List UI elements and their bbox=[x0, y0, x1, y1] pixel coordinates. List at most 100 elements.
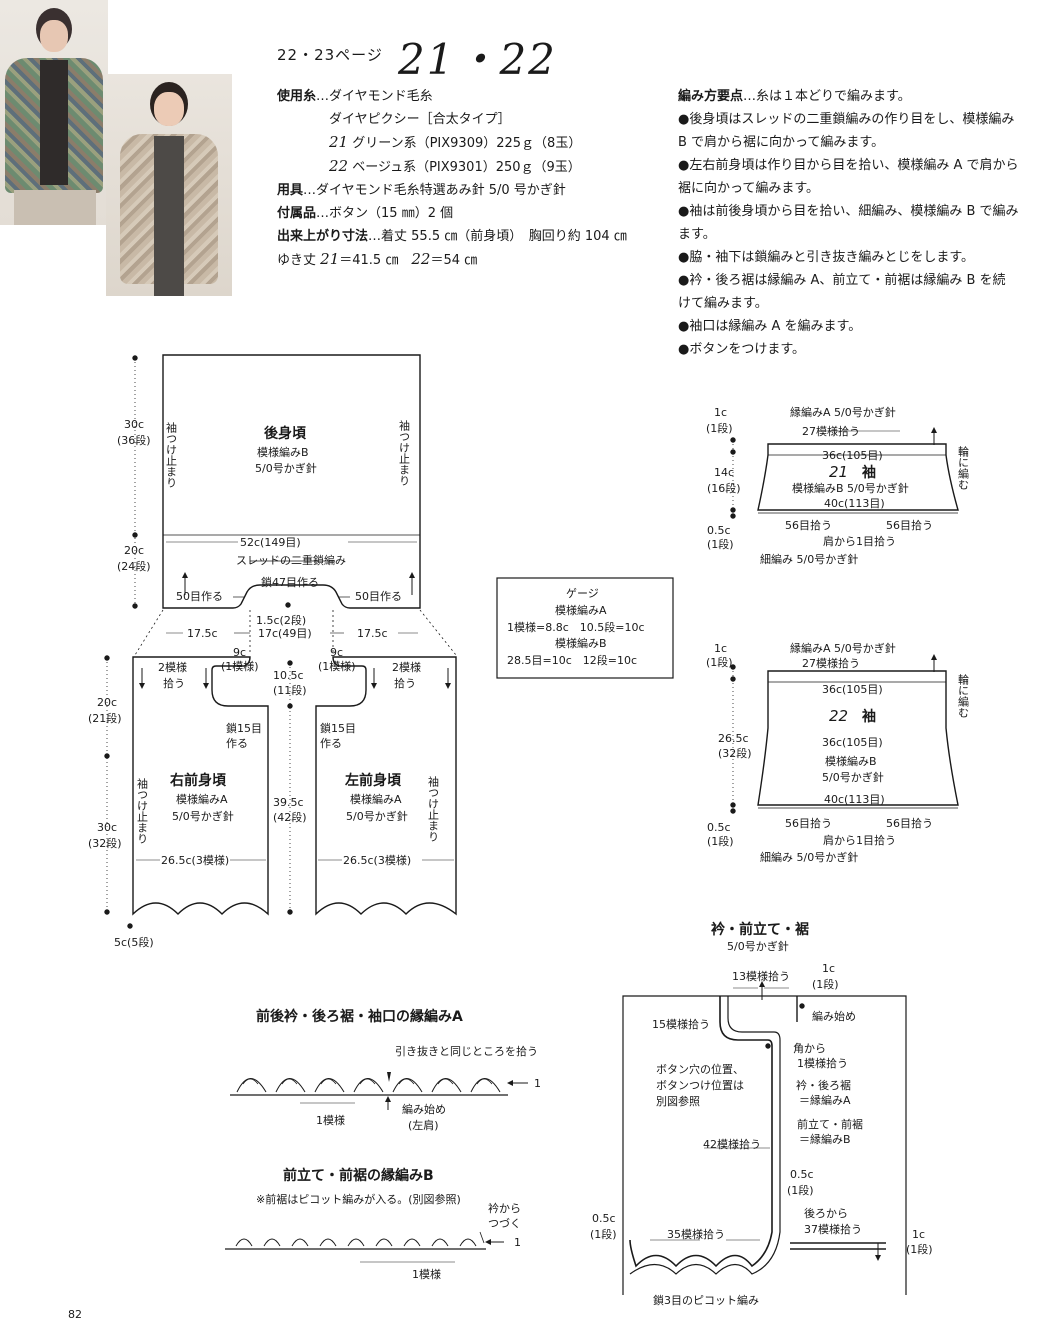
back-width: 52c(149目) bbox=[240, 536, 301, 549]
yarn-brand: …ダイヤモンド毛糸 bbox=[316, 89, 433, 104]
left-front-title: 左前身頃 bbox=[344, 772, 402, 789]
s22-pick-56-left: 56目拾う bbox=[785, 816, 832, 830]
s22-26-5c-rows: (32段) bbox=[718, 746, 752, 760]
back-body-outline bbox=[162, 354, 421, 609]
back-body-title: 後身頃 bbox=[264, 425, 307, 442]
s22-26-5c: 26.5c bbox=[718, 732, 749, 745]
sleeve-21-outline bbox=[757, 443, 959, 511]
hem-1c-rows: (1段) bbox=[906, 1242, 933, 1256]
dim-39-5-rows: (42段) bbox=[273, 810, 307, 824]
s22-label: 袖 bbox=[862, 708, 876, 725]
dim-back-20: 20c bbox=[124, 544, 144, 557]
collar-corner-1: 角から bbox=[793, 1042, 826, 1055]
right-chain-15: 鎖15目 bbox=[226, 721, 262, 735]
hem-pick-35: 35模様拾う bbox=[667, 1227, 725, 1241]
note-line: ●ボタンをつけます。 bbox=[678, 342, 806, 357]
collar-0-5c: 0.5c bbox=[790, 1168, 814, 1181]
collar-0-5c-rows: (1段) bbox=[787, 1183, 814, 1197]
s21-single-crochet: 細編み 5/0号かぎ針 bbox=[760, 552, 858, 566]
hem-0-5c-rows: (1段) bbox=[590, 1227, 617, 1241]
gauge-box bbox=[496, 577, 674, 679]
left-front-hook: 5/0号かぎ針 bbox=[346, 809, 408, 823]
collar-eq-a-1: 衿・後ろ裾 bbox=[796, 1078, 851, 1092]
dim-39-5: 39.5c bbox=[273, 796, 304, 809]
right-two-pattern: 2模様 bbox=[158, 660, 187, 674]
gauge-a-value: 1模様=8.8c 10.5段=10c bbox=[507, 620, 645, 634]
s22-single-crochet: 細編み 5/0号かぎ針 bbox=[760, 850, 858, 864]
make-50-left: 50目作る bbox=[176, 590, 223, 603]
edge-a-row: 1 bbox=[534, 1077, 541, 1090]
right-front-outline bbox=[132, 656, 269, 916]
page-reference: 22・23ページ bbox=[277, 46, 383, 64]
right-pick: 拾う bbox=[163, 676, 185, 690]
s21-pick-56-left: 56目拾う bbox=[785, 518, 832, 532]
front-band-outline bbox=[629, 996, 773, 1268]
tool-label: 用具 bbox=[277, 183, 304, 198]
edge-b-continue-2: つづく bbox=[488, 1217, 521, 1230]
right-neck-9-pattern: (1模様) bbox=[221, 659, 259, 673]
edge-b-note: ※前裾はピコット編みが入る。(別図参照) bbox=[256, 1192, 461, 1206]
size-label: 出来上がり寸法 bbox=[277, 229, 369, 244]
edge-b-repeat: 1模様 bbox=[412, 1267, 441, 1281]
s22-pick-27: 27模様拾う bbox=[802, 656, 860, 670]
dim-front-20: 20c bbox=[97, 696, 117, 709]
collar-start: 編み始め bbox=[812, 1009, 856, 1023]
s21-top-edge: 縁編みA 5/0号かぎ針 bbox=[790, 405, 896, 419]
sleeve-22-outline bbox=[757, 670, 959, 806]
edge-a-note: 引き抜きと同じところを拾う bbox=[395, 1044, 538, 1058]
s21-1c-rows: (1段) bbox=[706, 421, 733, 435]
note-line: ●袖は前後身頃から目を拾い、細編み、模様編み B で編み bbox=[678, 204, 1019, 219]
color-22-number: 22 bbox=[329, 157, 349, 175]
right-chain-make: 作る bbox=[226, 737, 248, 750]
back-body-hook: 5/0号かぎ針 bbox=[255, 461, 317, 475]
pattern-numbers: 21・22 bbox=[398, 35, 557, 84]
button-note-3: 別図参照 bbox=[656, 1094, 700, 1108]
collar-eq-a-2: ＝縁編みA bbox=[799, 1093, 851, 1107]
collar-hook: 5/0号かぎ針 bbox=[727, 939, 789, 953]
back-right-sleeve-stop: 袖つけ止まり bbox=[398, 419, 411, 486]
note-line: ます。 bbox=[678, 227, 716, 242]
photo-beige-cardigan bbox=[106, 74, 232, 296]
note-line: …糸は１本どりで編みます。 bbox=[743, 89, 911, 104]
s22-1c-rows: (1段) bbox=[706, 655, 733, 669]
dim-back-20-rows: (24段) bbox=[117, 559, 151, 573]
width-17-5-left: 17.5c bbox=[187, 627, 218, 640]
s22-pattern: 模様編みB bbox=[825, 754, 877, 768]
s22-0-5c-rows: (1段) bbox=[707, 834, 734, 848]
dim-back-30-rows: (36段) bbox=[117, 433, 151, 447]
yuki-label: ゆき丈 bbox=[277, 253, 317, 268]
note-line: ●脇・袖下は鎖編みと引き抜き編みとじをします。 bbox=[678, 250, 975, 265]
s21-0-5c: 0.5c bbox=[707, 524, 731, 537]
s22-width-36: 36c(105目) bbox=[822, 736, 883, 749]
dim-back-30: 30c bbox=[124, 418, 144, 431]
tool: …ダイヤモンド毛糸特選あみ針 5/0 号かぎ針 bbox=[303, 183, 566, 198]
edge-b-continue-1: 衿から bbox=[488, 1201, 521, 1215]
instructions-block: 編み方要点…糸は１本どりで編みます。 ●後身頃はスレッドの二重鎖編みの作り目をし… bbox=[678, 85, 1019, 361]
note-line: ●袖口は縁編み A を編みます。 bbox=[678, 319, 862, 334]
collar-1c-rows: (1段) bbox=[812, 977, 839, 991]
note-line: ●左右前身頃は作り目から目を拾い、模様編み A で肩から bbox=[678, 158, 1019, 173]
edge-a-start-shoulder: (左肩) bbox=[408, 1118, 439, 1132]
s22-hook: 5/0号かぎ針 bbox=[822, 770, 884, 784]
yarn-name: ダイヤピクシー［合太タイプ］ bbox=[329, 112, 511, 127]
left-sleeve-stop: 袖つけ止まり bbox=[427, 775, 440, 842]
collar-pick-15: 15模様拾う bbox=[652, 1017, 710, 1031]
accessory: …ボタン（15 ㎜）2 個 bbox=[316, 206, 454, 221]
left-two-pattern: 2模様 bbox=[392, 660, 421, 674]
dim-front-5: 5c(5段) bbox=[114, 935, 154, 949]
s21-14c: 14c bbox=[714, 466, 734, 479]
s21-1c: 1c bbox=[714, 406, 727, 419]
yarn-label: 使用糸 bbox=[277, 89, 317, 104]
note-line: 裾に向かって編みます。 bbox=[678, 181, 820, 196]
collar-title: 衿・前立て・裾 bbox=[711, 921, 809, 938]
yuki-21-number: 21 bbox=[320, 250, 340, 268]
collar-corner-2: 1模様拾う bbox=[797, 1056, 848, 1070]
page-number: 82 bbox=[68, 1308, 82, 1321]
right-neck-9: 9c bbox=[233, 646, 246, 659]
note-line: けて編みます。 bbox=[678, 296, 768, 311]
s22-pick-56-right: 56目拾う bbox=[886, 816, 933, 830]
s21-pattern: 模様編みB 5/0号かぎ針 bbox=[792, 481, 909, 495]
s22-shoulder: 肩から1目拾う bbox=[823, 833, 896, 847]
thread-chain-label: スレッドの二重鎖編み bbox=[236, 553, 346, 567]
edge-a-title: 前後衿・後ろ裾・袖口の縁編みA bbox=[256, 1008, 463, 1025]
